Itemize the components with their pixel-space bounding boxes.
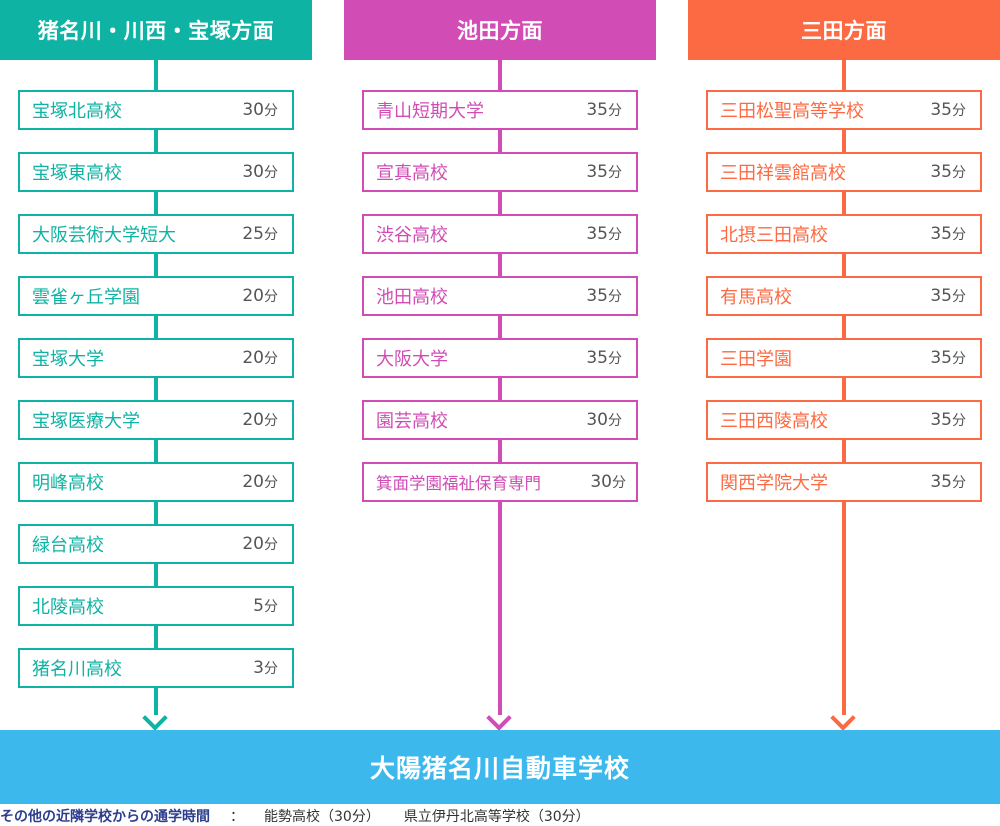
- school-item: 猪名川高校 3分: [18, 648, 294, 688]
- school-name: 宝塚医療大学: [32, 411, 140, 432]
- travel-time: 30分: [586, 410, 622, 430]
- school-item: 宝塚北高校 30分: [18, 90, 294, 130]
- school-name: 関西学院大学: [720, 473, 828, 494]
- destination-banner: 大陽猪名川自動車学校: [0, 730, 1000, 804]
- school-name: 池田高校: [376, 287, 448, 308]
- school-item: 有馬高校 35分: [706, 276, 982, 316]
- school-name: 雲雀ヶ丘学園: [32, 287, 140, 308]
- school-name: 猪名川高校: [32, 659, 122, 680]
- footer-separator: ：: [230, 809, 244, 825]
- column-header: 池田方面: [344, 0, 656, 60]
- route-line: [498, 60, 502, 715]
- school-name: 北摂三田高校: [720, 225, 828, 246]
- school-item: 北摂三田高校 35分: [706, 214, 982, 254]
- travel-time: 35分: [930, 348, 966, 368]
- travel-time: 35分: [586, 162, 622, 182]
- school-name: 三田祥雲館高校: [720, 163, 846, 184]
- arrow-down-icon: [486, 705, 512, 731]
- travel-time: 30分: [590, 472, 626, 492]
- school-item: 大阪芸術大学短大 25分: [18, 214, 294, 254]
- school-name: 北陵高校: [32, 597, 104, 618]
- school-item: 池田高校 35分: [362, 276, 638, 316]
- travel-time: 25分: [242, 224, 278, 244]
- travel-time: 35分: [930, 162, 966, 182]
- school-name: 緑台高校: [32, 535, 104, 556]
- travel-time: 35分: [586, 348, 622, 368]
- school-name: 宝塚北高校: [32, 101, 122, 122]
- footer-item: 県立伊丹北高等学校（30分）: [403, 809, 590, 825]
- travel-time: 35分: [930, 286, 966, 306]
- column-sanda: 三田方面 三田松聖高等学校 35分 三田祥雲館高校 35分 北摂三田高校 35分 有馬…: [688, 0, 1000, 731]
- travel-time: 35分: [586, 286, 622, 306]
- column-header: 三田方面: [688, 0, 1000, 60]
- footer-item: 能勢高校（30分）: [264, 809, 380, 825]
- travel-time: 35分: [586, 224, 622, 244]
- school-item: 園芸高校 30分: [362, 400, 638, 440]
- school-item: 北陵高校 5分: [18, 586, 294, 626]
- school-name: 三田松聖高等学校: [720, 101, 864, 122]
- route-line: [154, 60, 158, 715]
- travel-time: 35分: [930, 472, 966, 492]
- school-item: 三田祥雲館高校 35分: [706, 152, 982, 192]
- school-name: 大阪芸術大学短大: [32, 225, 176, 246]
- school-item: 宣真高校 35分: [362, 152, 638, 192]
- school-item: 大阪大学 35分: [362, 338, 638, 378]
- school-item: 青山短期大学 35分: [362, 90, 638, 130]
- school-item: 渋谷高校 35分: [362, 214, 638, 254]
- arrow-down-icon: [142, 705, 168, 731]
- school-name: 有馬高校: [720, 287, 792, 308]
- travel-time: 35分: [930, 410, 966, 430]
- school-item: 箕面学園福祉保育専門 30分: [362, 462, 638, 502]
- travel-time: 20分: [242, 534, 278, 554]
- footer-note: その他の近隣学校からの通学時間 ： 能勢高校（30分） 県立伊丹北高等学校（30…: [0, 806, 1000, 826]
- school-item: 宝塚東高校 30分: [18, 152, 294, 192]
- travel-time: 20分: [242, 472, 278, 492]
- school-name: 宝塚大学: [32, 349, 104, 370]
- column-inagawa-kawanishi-takarazuka: 猪名川・川西・宝塚方面 宝塚北高校 30分 宝塚東高校 30分 大阪芸術大学短大 25…: [0, 0, 312, 731]
- travel-time: 20分: [242, 348, 278, 368]
- school-item: 三田学園 35分: [706, 338, 982, 378]
- school-name: 宣真高校: [376, 163, 448, 184]
- school-name: 渋谷高校: [376, 225, 448, 246]
- travel-time: 35分: [930, 100, 966, 120]
- travel-time: 30分: [242, 162, 278, 182]
- school-name: 大阪大学: [376, 349, 448, 370]
- column-header: 猪名川・川西・宝塚方面: [0, 0, 312, 60]
- school-name: 箕面学園福祉保育専門: [376, 474, 541, 493]
- travel-time: 3分: [253, 658, 278, 678]
- travel-time: 30分: [242, 100, 278, 120]
- school-name: 明峰高校: [32, 473, 104, 494]
- travel-time: 20分: [242, 410, 278, 430]
- school-item: 三田西陵高校 35分: [706, 400, 982, 440]
- school-item: 三田松聖高等学校 35分: [706, 90, 982, 130]
- school-item: 関西学院大学 35分: [706, 462, 982, 502]
- school-item: 緑台高校 20分: [18, 524, 294, 564]
- school-name: 三田西陵高校: [720, 411, 828, 432]
- school-item: 明峰高校 20分: [18, 462, 294, 502]
- travel-time: 20分: [242, 286, 278, 306]
- school-name: 三田学園: [720, 349, 792, 370]
- school-item: 宝塚医療大学 20分: [18, 400, 294, 440]
- school-item: 宝塚大学 20分: [18, 338, 294, 378]
- arrow-down-icon: [830, 705, 856, 731]
- travel-time: 5分: [253, 596, 278, 616]
- footer-label: その他の近隣学校からの通学時間: [0, 809, 210, 825]
- school-name: 宝塚東高校: [32, 163, 122, 184]
- travel-time: 35分: [930, 224, 966, 244]
- route-line: [842, 60, 846, 715]
- school-name: 青山短期大学: [376, 101, 484, 122]
- school-name: 園芸高校: [376, 411, 448, 432]
- column-ikeda: 池田方面 青山短期大学 35分 宣真高校 35分 渋谷高校 35分 池田高校 35分 大…: [344, 0, 656, 731]
- travel-time: 35分: [586, 100, 622, 120]
- school-item: 雲雀ヶ丘学園 20分: [18, 276, 294, 316]
